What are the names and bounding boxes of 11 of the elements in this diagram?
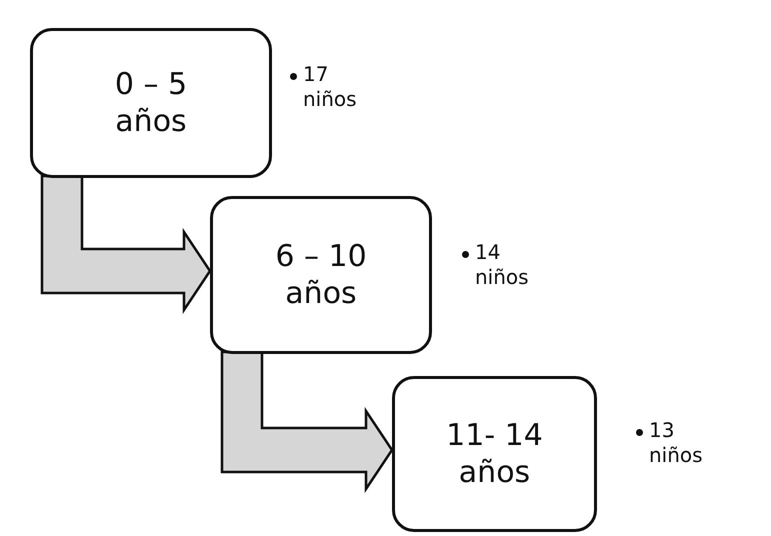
age-group-box — [210, 196, 432, 354]
child-count: 13 niños — [649, 418, 704, 468]
age-range-label: 0 – 5 años — [114, 66, 188, 140]
bent-arrow — [40, 174, 212, 314]
child-count: 17 niños — [303, 62, 358, 112]
age-group-box — [392, 376, 597, 532]
bent-arrow — [220, 350, 394, 494]
age-group-box — [30, 28, 272, 178]
child-count: 14 niños — [475, 240, 530, 290]
age-range-label: 6 – 10 años — [274, 238, 368, 312]
age-range-label: 11- 14 años — [445, 416, 544, 492]
